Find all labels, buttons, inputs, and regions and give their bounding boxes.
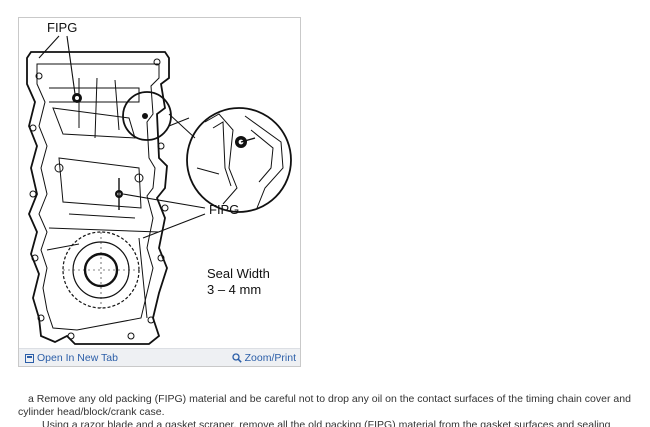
timing-cover-diagram: FIPG FIPG Seal Width 3 – 4 mm: [19, 18, 302, 345]
zoom-print-label: Zoom/Print: [244, 352, 296, 364]
zoom-print-link[interactable]: Zoom/Print: [231, 352, 296, 364]
open-in-new-tab-link[interactable]: Open In New Tab: [25, 352, 118, 364]
step-b: Using a razor blade and a gasket scraper…: [42, 419, 611, 427]
diagram-figure: FIPG FIPG Seal Width 3 – 4 mm Open In Ne…: [18, 17, 301, 367]
callout-lines: [38, 35, 206, 239]
fipg-points: [72, 93, 148, 210]
cover-ribs: [29, 58, 169, 340]
step-a: a Remove any old packing (FIPG) material…: [18, 393, 631, 418]
cover-outline: [26, 51, 170, 345]
figure-toolbar: Open In New Tab Zoom/Print: [19, 348, 300, 366]
fipg-label-top: FIPG: [47, 20, 77, 35]
cover-inner-outline: [36, 63, 160, 331]
seal-width-value: 3 – 4 mm: [207, 282, 261, 297]
open-in-new-tab-label: Open In New Tab: [37, 352, 118, 364]
magnifier-icon: [231, 353, 242, 363]
seal-width-label: Seal Width: [207, 266, 270, 281]
instruction-text: a Remove any old packing (FIPG) material…: [18, 393, 638, 427]
new-tab-icon: [25, 353, 34, 363]
magnified-detail: [168, 107, 292, 213]
fipg-label-right: FIPG: [209, 202, 239, 217]
crank-seal-bore: [62, 231, 140, 309]
